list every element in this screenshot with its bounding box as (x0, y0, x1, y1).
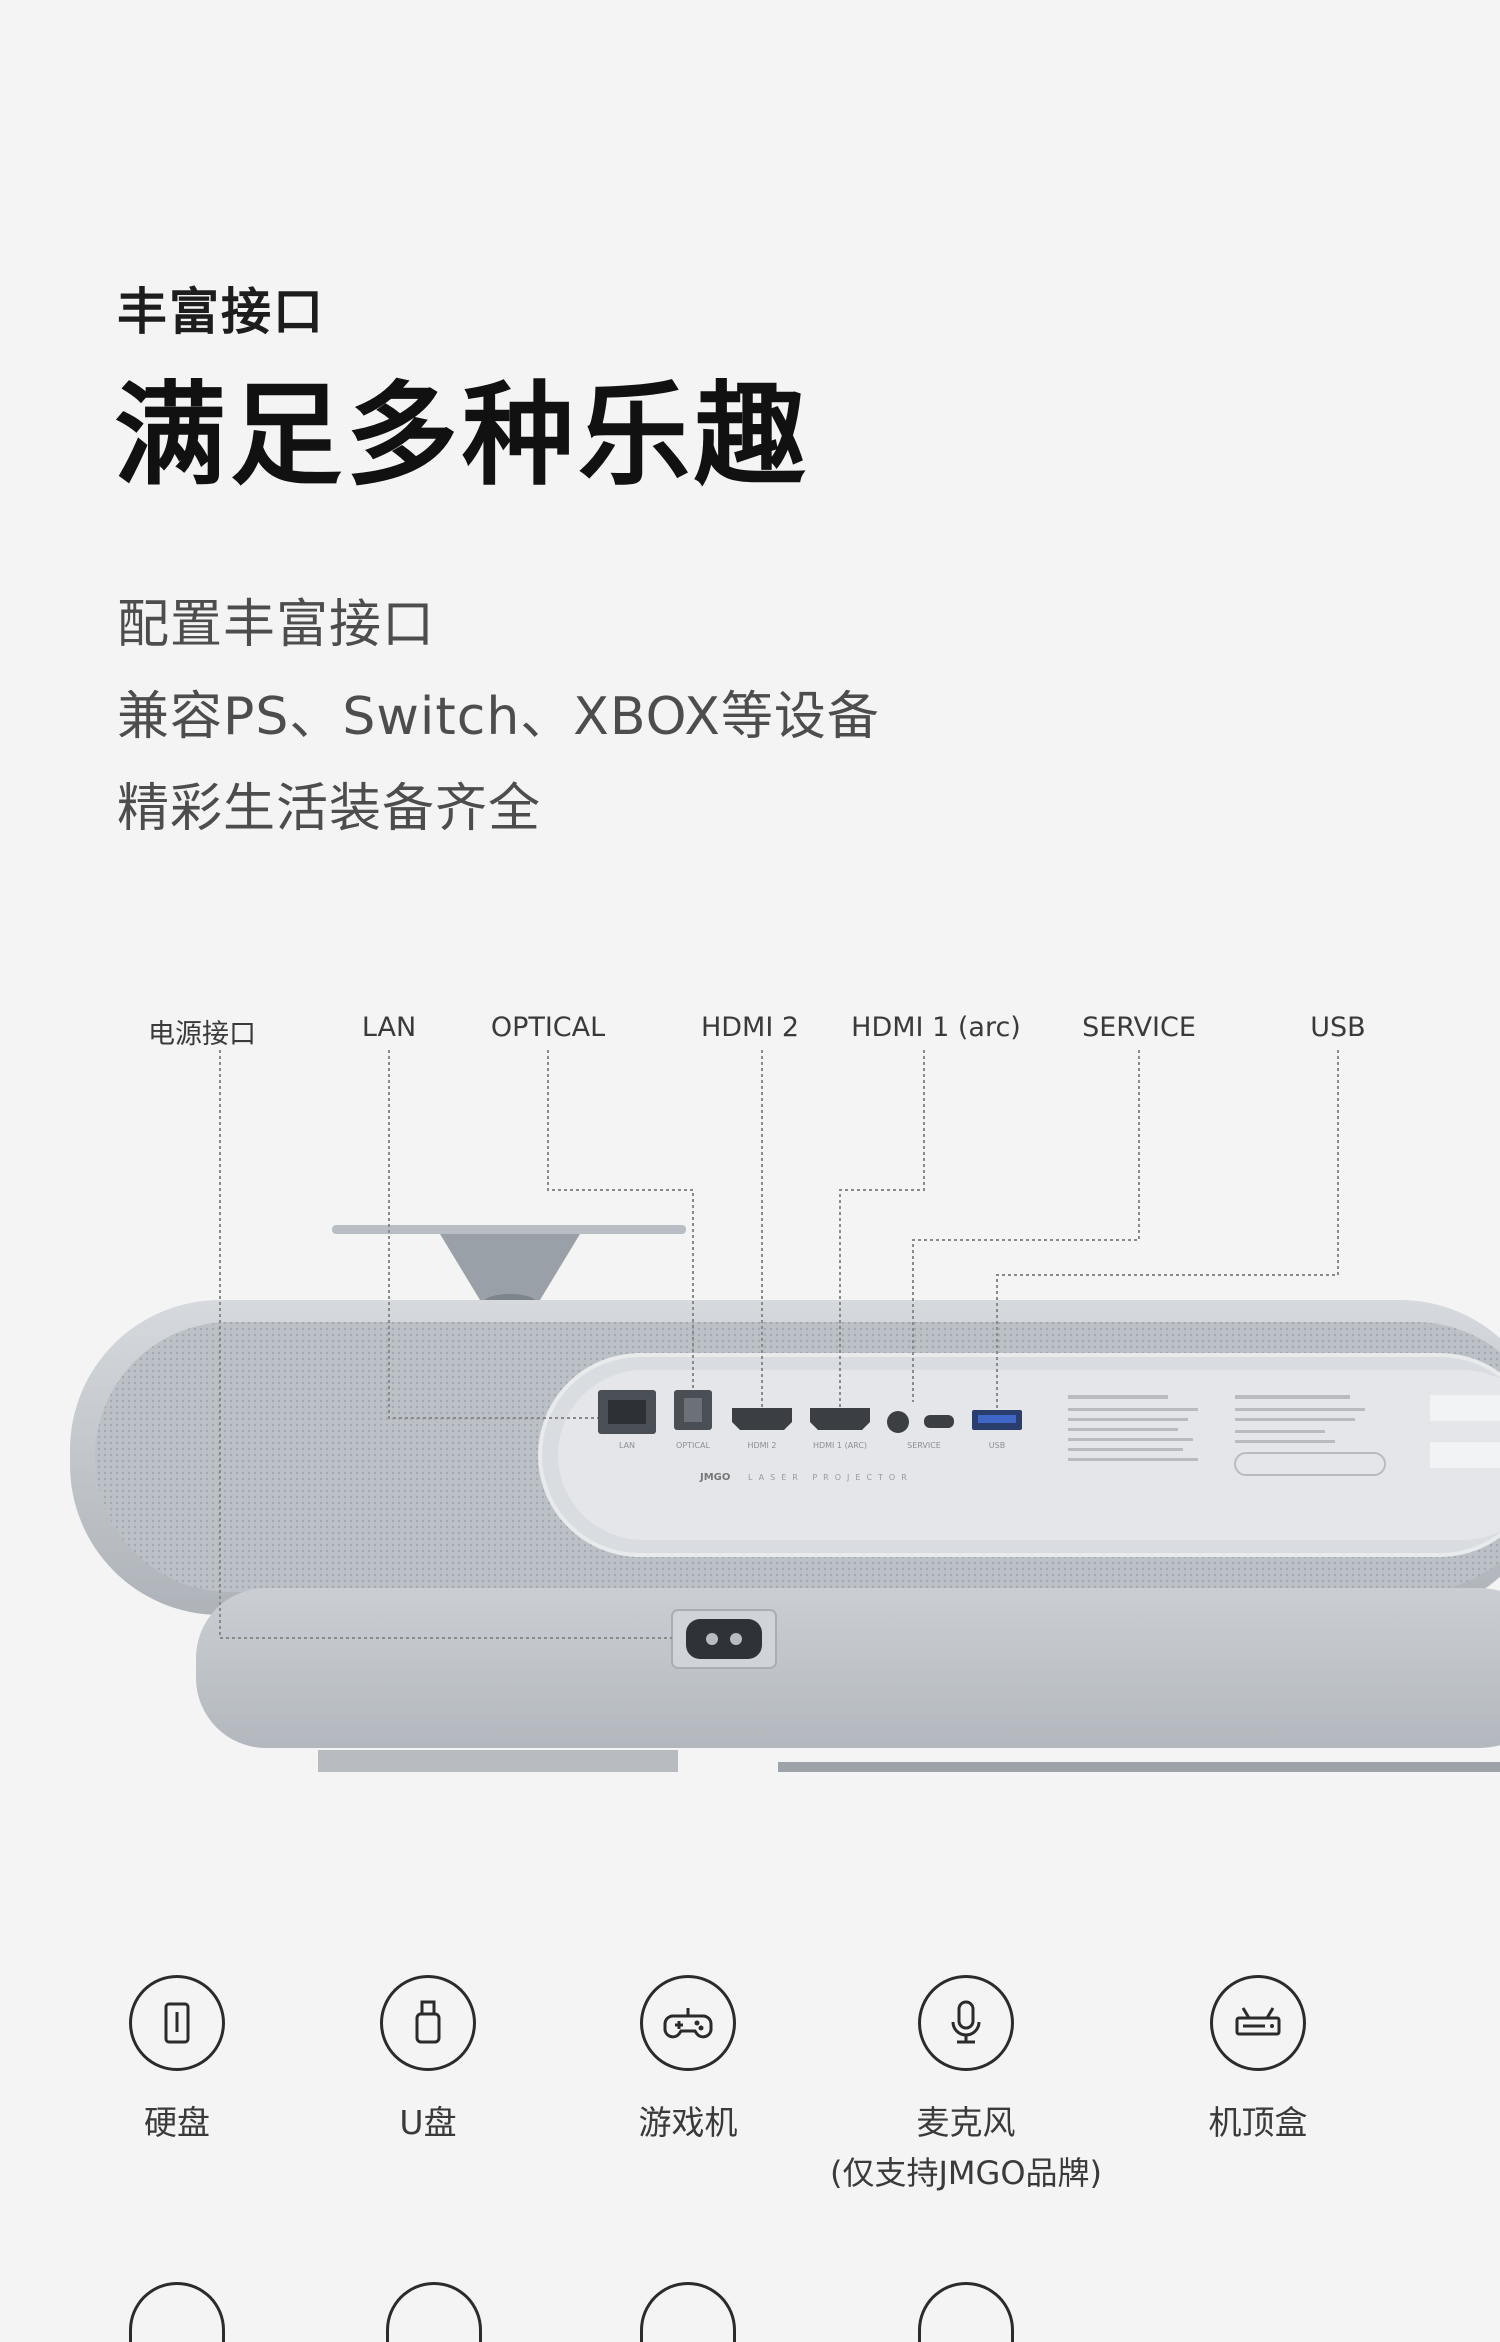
panel-label-hdmi2: HDMI 2 (747, 1441, 776, 1450)
device-gamepad (640, 1975, 736, 2071)
port-label-hdmi1-arc: HDMI 1 (arc) (851, 1012, 1021, 1043)
device-label-set-top-box: 机顶盒 (1208, 2103, 1308, 2142)
device-label-hard-drive: 硬盘 (144, 2103, 210, 2142)
panel-brand: JMGO (699, 1472, 730, 1483)
device-microphone (918, 1975, 1014, 2071)
cropped-circle-icon (386, 2282, 482, 2342)
projector-base (196, 1588, 1500, 1748)
device-row2-item-4 (918, 2282, 1014, 2342)
optical-port (674, 1390, 712, 1430)
device-hard-drive (129, 1975, 225, 2071)
panel-label-service: SERVICE (907, 1441, 941, 1450)
description-line-1: 配置丰富接口 (117, 595, 436, 655)
panel-label-usb: USB (989, 1441, 1005, 1450)
hdmi2-port (732, 1408, 792, 1430)
page-title: 满足多种乐趣 (114, 371, 810, 501)
description-line-2: 兼容PS、Switch、XBOX等设备 (117, 687, 880, 747)
cropped-circle-icon (129, 2282, 225, 2342)
port-label-service: SERVICE (1082, 1012, 1196, 1043)
device-label-usb-drive: U盘 (399, 2103, 457, 2142)
panel-label-optical: OPTICAL (676, 1441, 710, 1450)
description-line-3: 精彩生活装备齐全 (117, 779, 542, 839)
device-note-microphone: (仅支持JMGO品牌) (829, 2154, 1103, 2192)
set-top-box-icon (1210, 1975, 1306, 2071)
device-label-microphone: 麦克风 (916, 2103, 1016, 2142)
usb-port (972, 1410, 1022, 1430)
cropped-circle-icon (918, 2282, 1014, 2342)
panel-label-hdmi1: HDMI 1 (ARC) (813, 1441, 867, 1450)
port-label-hdmi2: HDMI 2 (700, 1012, 800, 1043)
hard-drive-icon (129, 1975, 225, 2071)
device-row2-item-1 (129, 2282, 225, 2342)
hdmi1-port (810, 1408, 870, 1430)
device-row2-item-3 (640, 2282, 736, 2342)
microphone-icon (918, 1975, 1014, 2071)
port-label-lan: LAN (361, 1012, 417, 1043)
lan-port (598, 1390, 656, 1434)
device-usb-drive (380, 1975, 476, 2071)
power-socket (671, 1609, 777, 1669)
section-eyebrow: 丰富接口 (117, 283, 325, 341)
port-label-usb: USB (1310, 1012, 1366, 1043)
device-set-top-box (1210, 1975, 1306, 2071)
leader-lines (219, 1050, 1339, 1639)
device-row2-item-2 (386, 2282, 482, 2342)
panel-tagline: LASER PROJECTOR (748, 1473, 913, 1482)
product-info-block (1068, 1395, 1500, 1476)
cropped-circle-icon (640, 2282, 736, 2342)
service-ports (887, 1411, 954, 1433)
panel-label-lan: LAN (619, 1441, 635, 1450)
port-label-optical: OPTICAL (490, 1012, 606, 1043)
device-label-gamepad: 游戏机 (638, 2103, 738, 2142)
port-label-power: 电源接口 (148, 1019, 256, 1050)
projector-illustration: LAN OPTICAL HDMI 2 HDMI 1 (ARC) SERVICE … (70, 1050, 1500, 1772)
usb-drive-icon (380, 1975, 476, 2071)
gamepad-icon (640, 1975, 736, 2071)
